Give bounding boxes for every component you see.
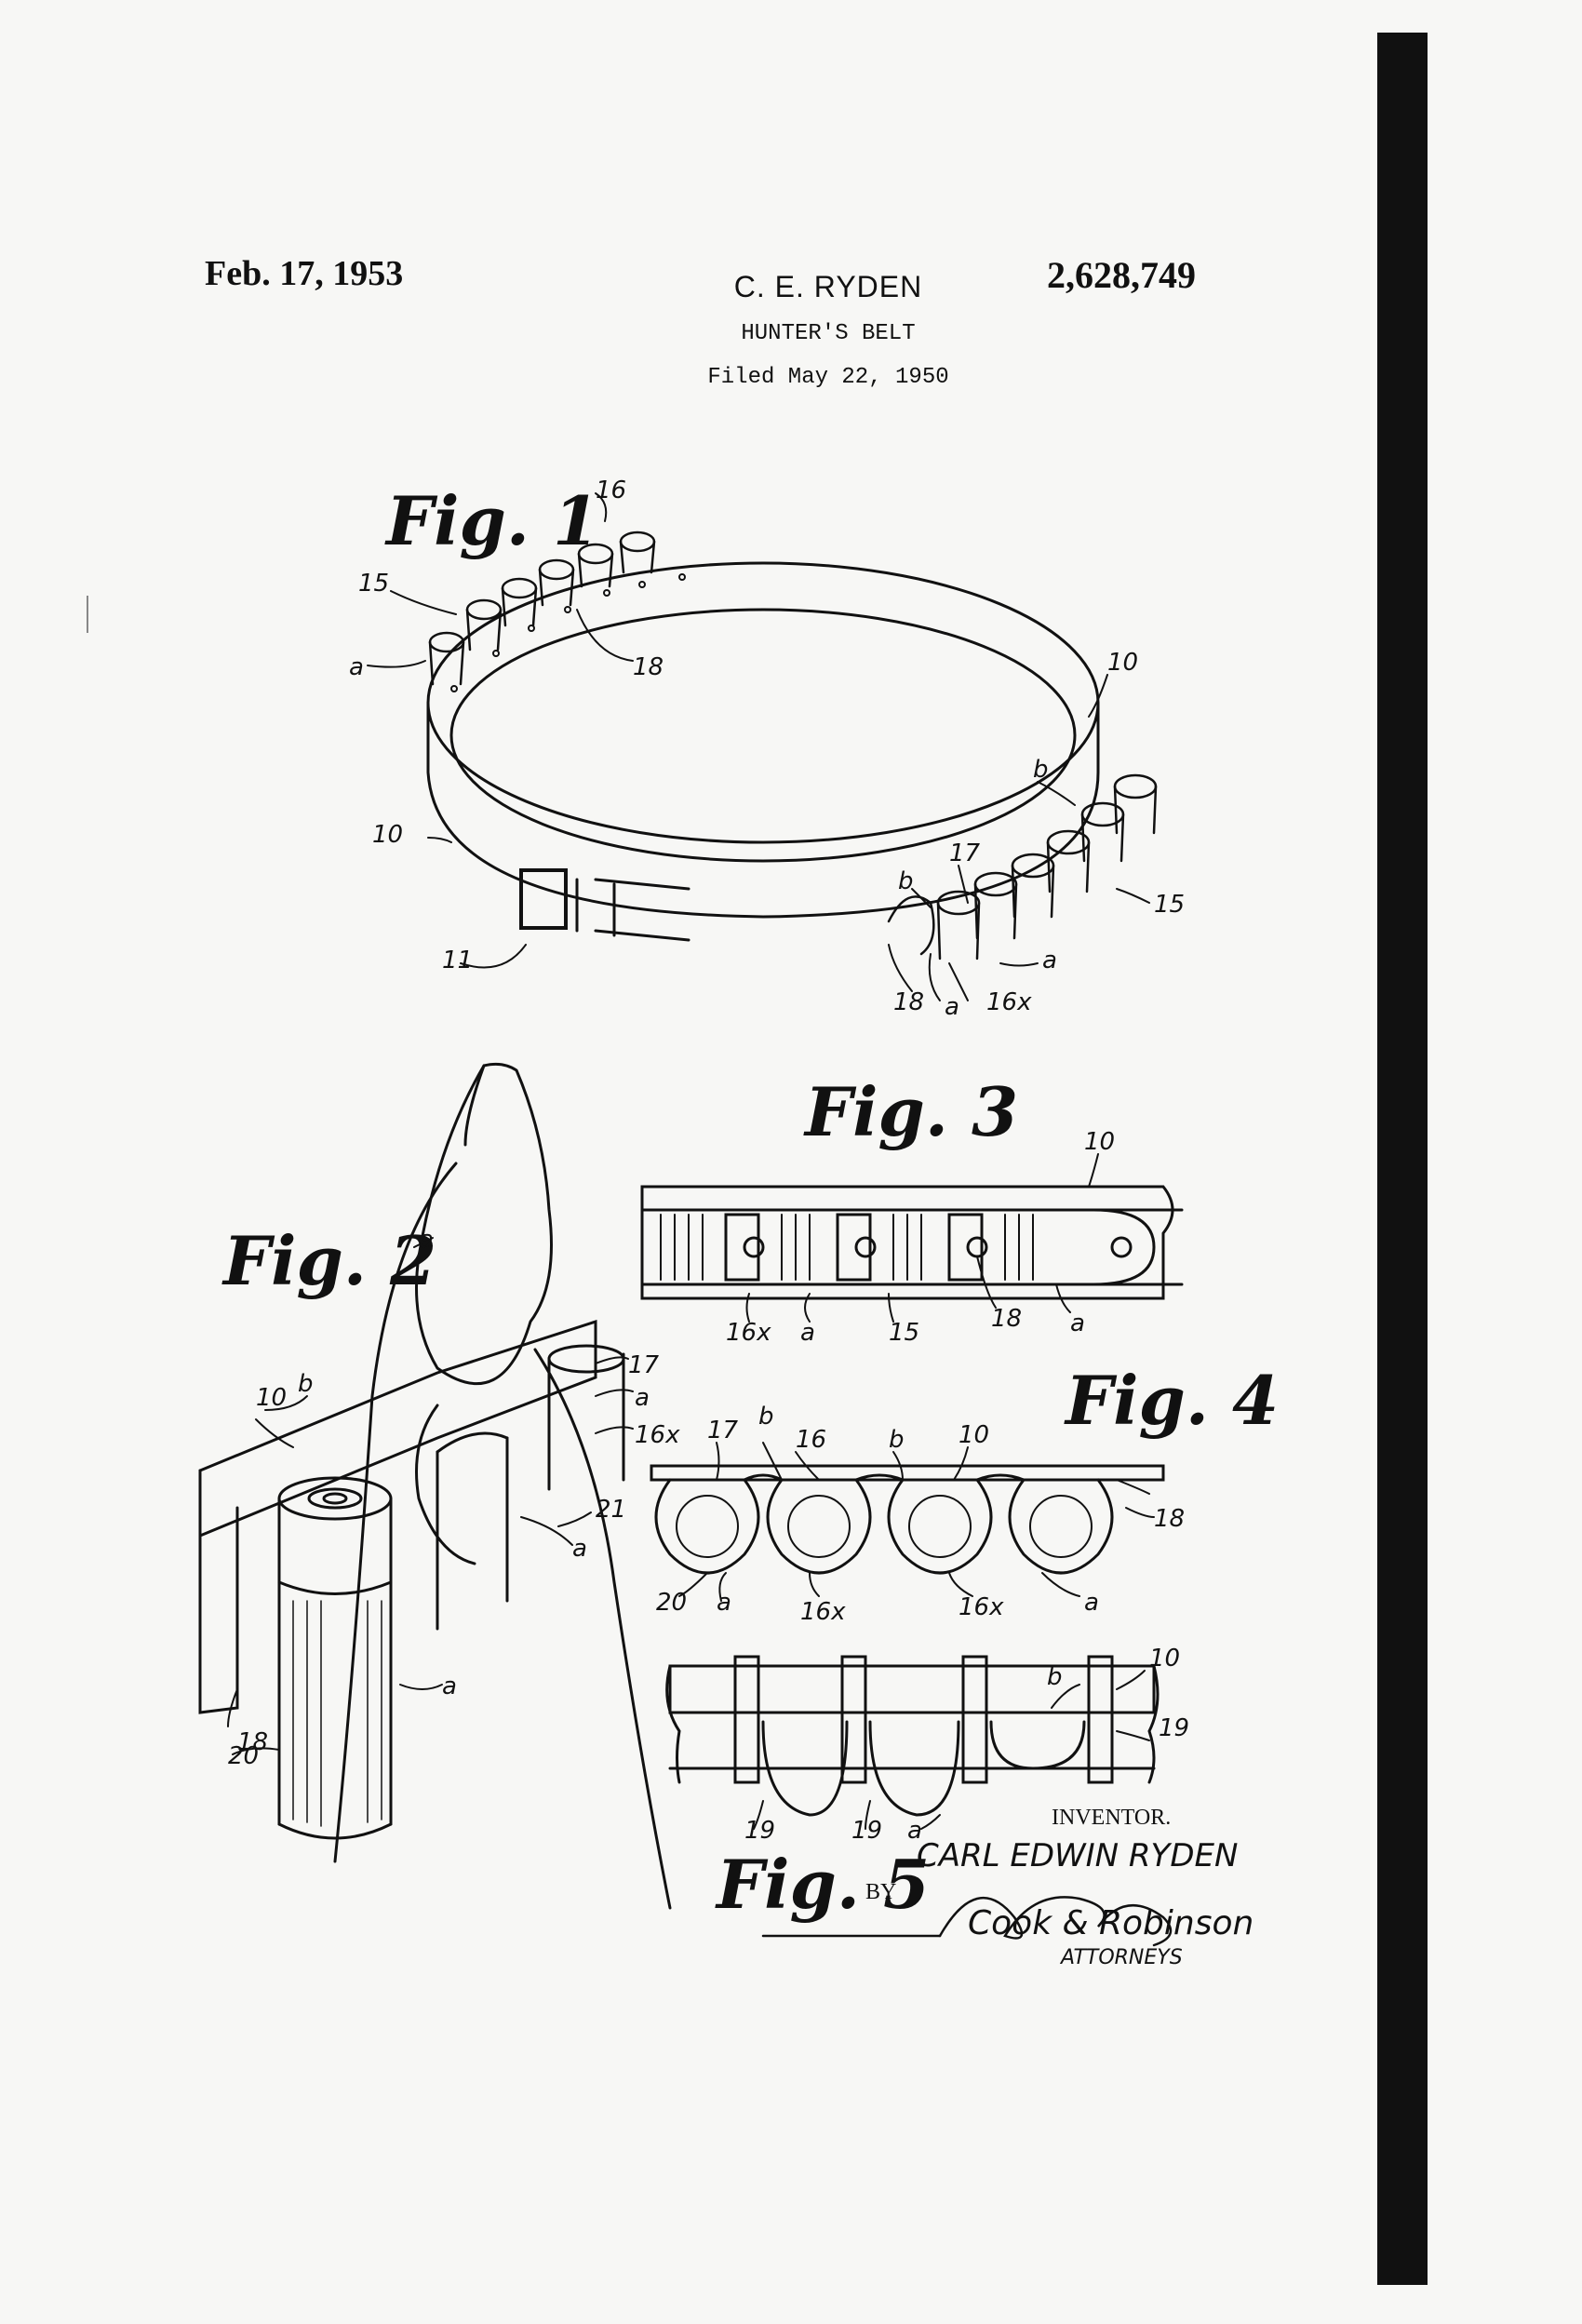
ref-a-fig2-bird: a <box>419 1226 434 1254</box>
ref-a-fig4-right: a <box>1084 1589 1099 1617</box>
attorneys-label: ATTORNEYS <box>1059 1946 1183 1969</box>
scan-mark <box>87 596 88 633</box>
ref-b-fig4-left: b <box>758 1403 774 1431</box>
patent-date: Feb. 17, 1953 <box>205 254 404 293</box>
ref-10-fig4: 10 <box>959 1421 989 1449</box>
ref-17-fig1: 17 <box>949 840 981 867</box>
fig1-belt-drawing <box>367 492 1158 1001</box>
fig5-belt-loops-drawing <box>665 1655 1160 1830</box>
by-label: BY <box>865 1880 896 1904</box>
attorneys-signature: Cook & Robinson <box>968 1904 1254 1942</box>
filing-date: Filed May 22, 1950 <box>707 365 949 390</box>
fig5-label: Fig. 5 <box>715 1845 930 1924</box>
ref-16-fig4: 16 <box>796 1426 826 1454</box>
ref-20-fig4: 20 <box>656 1589 687 1617</box>
fig3-label: Fig. 3 <box>803 1072 1018 1151</box>
ref-b-fig4-right: b <box>889 1426 905 1454</box>
fig4-cross-section-drawing <box>650 1442 1165 1602</box>
ref-a-fig2-top: a <box>635 1384 650 1412</box>
ref-a-fig2-mid: a <box>572 1535 587 1563</box>
ref-b-fig2: b <box>298 1370 314 1398</box>
patent-title: HUNTER'S BELT <box>741 321 916 346</box>
ref-a-fig4-left: a <box>717 1589 731 1617</box>
ref-b-fig5: b <box>1047 1663 1063 1691</box>
ref-19-fig5-right: 19 <box>1159 1714 1189 1742</box>
ref-10-fig3: 10 <box>1084 1128 1115 1156</box>
ref-a-fig1-right: a <box>1042 947 1057 974</box>
ref-b-fig1-right: b <box>1033 756 1049 784</box>
ref-17-fig2: 17 <box>628 1351 660 1379</box>
inventor-name: CARL EDWIN RYDEN <box>917 1837 1238 1874</box>
ref-20-fig2: 20 <box>228 1742 259 1770</box>
fig4-label: Fig. 4 <box>1064 1361 1279 1440</box>
inventor-label: INVENTOR. <box>1052 1806 1171 1830</box>
ref-21-fig2: 21 <box>596 1496 626 1524</box>
ref-16x-fig4-left: 16x <box>800 1598 846 1626</box>
patent-number: 2,628,749 <box>1047 254 1196 296</box>
ref-15-fig3: 15 <box>889 1319 919 1347</box>
fig1-label: Fig. 1 <box>384 481 599 560</box>
ref-16x-fig4-right: 16x <box>959 1593 1004 1621</box>
ref-10-fig1-left: 10 <box>372 821 403 849</box>
ref-a-fig3-left: a <box>800 1319 815 1347</box>
ref-a-fig5: a <box>907 1817 922 1845</box>
scan-edge-bar <box>1377 33 1428 2285</box>
ref-16x-fig2: 16x <box>635 1421 680 1449</box>
ref-15-fig1-right: 15 <box>1154 891 1185 919</box>
attorney-signature-flourish <box>938 1896 1173 1947</box>
ref-18-fig3: 18 <box>991 1305 1022 1333</box>
fig3-flat-belt-drawing <box>640 1153 1184 1323</box>
ref-17-fig4: 17 <box>707 1417 739 1444</box>
ref-a-fig1-bottom: a <box>945 993 959 1021</box>
fig2-label: Fig. 2 <box>221 1221 436 1300</box>
ref-11-fig1: 11 <box>442 947 473 974</box>
ref-10-fig1-right: 10 <box>1107 649 1138 677</box>
ref-16x-fig1: 16x <box>986 988 1032 1016</box>
ref-18-fig1: 18 <box>633 653 664 681</box>
ref-19-fig5-mid: 19 <box>851 1817 882 1845</box>
ref-16x-fig3: 16x <box>726 1319 771 1347</box>
ref-18-fig1-bottom: 18 <box>893 988 924 1016</box>
ref-10-fig5: 10 <box>1149 1645 1180 1672</box>
ref-15-fig1: 15 <box>358 570 389 598</box>
ref-16-fig1: 16 <box>596 477 626 504</box>
ref-10-fig2: 10 <box>256 1384 287 1412</box>
ref-a-fig3-right: a <box>1070 1310 1085 1337</box>
fig2-bird-cartridge-drawing <box>198 1062 672 1910</box>
ref-a-fig2-low: a <box>442 1672 457 1700</box>
inventor-short-name: C. E. RYDEN <box>733 270 923 303</box>
ref-b-fig1-left: b <box>898 867 914 895</box>
ref-a-fig1: a <box>349 653 364 681</box>
ref-18-fig2: 18 <box>237 1728 268 1756</box>
ref-18-fig4: 18 <box>1154 1505 1185 1533</box>
ref-19-fig5-left: 19 <box>744 1817 775 1845</box>
